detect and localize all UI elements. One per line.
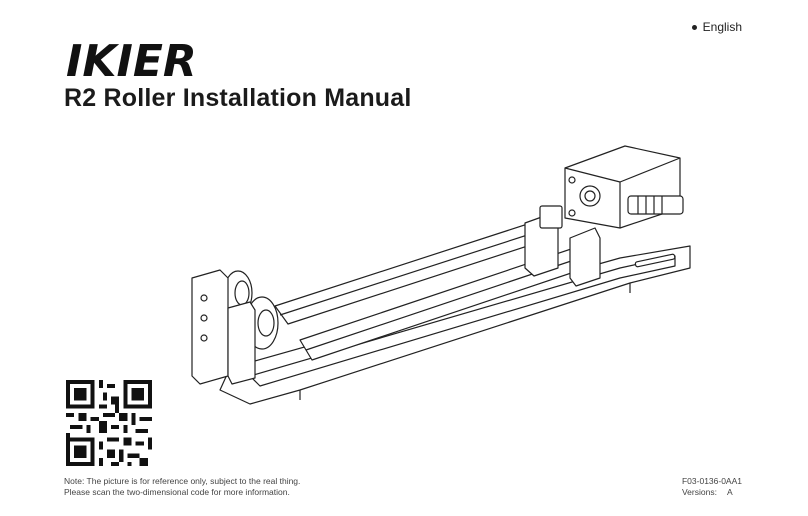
language-label: English — [702, 20, 742, 34]
language-indicator: English — [691, 20, 742, 34]
footer-note: Note: The picture is for reference only,… — [64, 476, 300, 498]
footer-note-line1: Note: The picture is for reference only,… — [64, 476, 301, 486]
version-row: Versions: A — [682, 487, 742, 498]
brand-logo: IKIER — [66, 38, 197, 82]
version-value: A — [726, 487, 733, 497]
page-title: R2 Roller Installation Manual — [64, 84, 412, 112]
brand-logo-text: IKIER — [66, 38, 197, 82]
document-info: F03-0136-0AA1 Versions: A — [682, 476, 742, 498]
document-code: F03-0136-0AA1 — [681, 476, 742, 486]
bullet-icon — [691, 24, 697, 30]
version-label: Versions: — [681, 487, 717, 497]
roller-illustration-icon — [191, 145, 691, 405]
qr-code-icon — [66, 380, 152, 466]
footer-note-line2: Please scan the two-dimensional code for… — [64, 487, 290, 497]
